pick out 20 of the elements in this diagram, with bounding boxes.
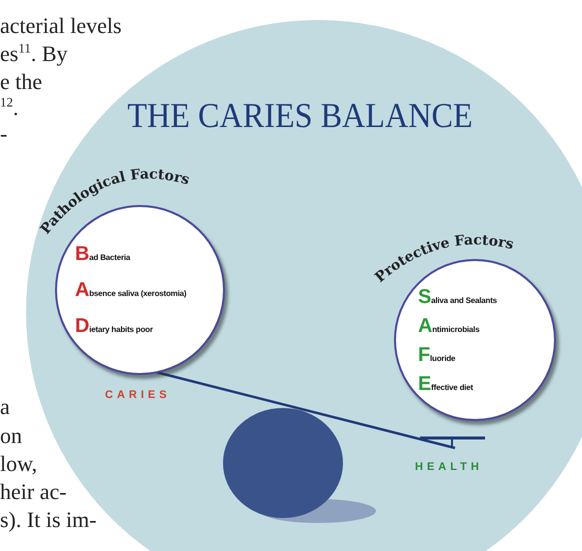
factor-text: Absence saliva (xerostomia) [75, 279, 188, 301]
factor-text: Antimicrobials [418, 314, 480, 336]
factor-text: Dietary habits poor [75, 315, 154, 337]
body-text-fragment: low, [0, 453, 38, 475]
body-text-fragment: es$^{11}$. By [0, 43, 68, 65]
body-text-fragment: e the [0, 71, 42, 93]
factor-text: Effective diet [418, 372, 474, 394]
diagram-title: THE CARIES BALANCE [126, 96, 474, 136]
pan-label: CARIES [105, 389, 171, 401]
body-text-fragment: acterial levels [0, 15, 122, 37]
factor-text: Saliva and Sealants [418, 286, 498, 308]
body-text-fragment: s). It is im- [0, 509, 97, 531]
body-text-fragment: a [0, 396, 10, 418]
body-text-fragment: on [0, 425, 22, 447]
factor-text: Fluoride [418, 344, 456, 366]
pan-label: HEALTH [415, 461, 483, 473]
factor-text: Bad Bacteria [75, 243, 132, 265]
body-text-fragment: - [0, 123, 8, 145]
body-text-fragment: $^{12}$. [0, 97, 18, 119]
body-text-fragment: heir ac- [0, 481, 67, 503]
